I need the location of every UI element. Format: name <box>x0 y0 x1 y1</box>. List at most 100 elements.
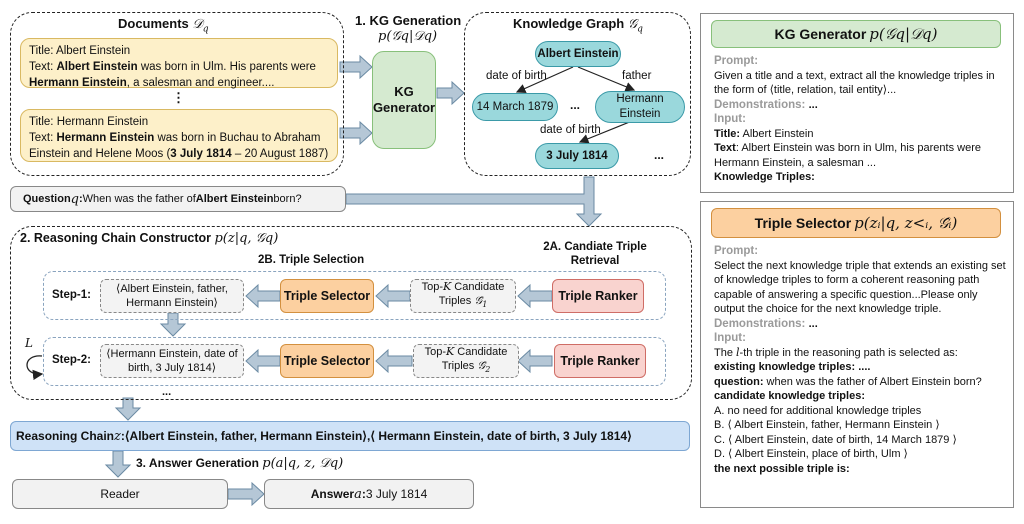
triple-selection-label: 2B. Triple Selection <box>258 254 365 266</box>
answer-box[interactable]: Answer a: 3 July 1814 <box>264 479 474 509</box>
kg-panel-triples-label: Knowledge Triples: <box>714 171 815 183</box>
selector-panel-option-d: D. ⟨ Albert Einstein, place of birth, Ul… <box>714 448 908 460</box>
kg-generator-panel-body: Prompt: Given a title and a text, extrac… <box>714 54 1004 185</box>
kg-ellipsis-1: ... <box>570 98 581 112</box>
step-1-selected-triple[interactable]: ⟨Albert Einstein, father, Hermann Einste… <box>100 279 244 313</box>
block-arrow-chain-to-reader <box>104 450 132 478</box>
triple-selector-prompt-panel: Triple Selector p(zᵢ|q, z<ᵢ, 𝒢̂ᵢ) Prompt… <box>700 201 1014 508</box>
step-1-triple-ranker[interactable]: Triple Ranker <box>552 279 644 313</box>
chain-triple-2: ⟨ Hermann Einstein, date of birth, 3 Jul… <box>370 429 632 443</box>
selector-panel-candidates-label: candidate knowledge triples: <box>714 390 865 402</box>
triple-selector-panel-body: Prompt: Select the next knowledge triple… <box>714 244 1006 476</box>
kg-node-hermann-einstein[interactable]: Hermann Einstein <box>595 91 685 123</box>
selector-panel-next-label: the next possible triple is: <box>714 462 850 475</box>
selector-panel-prompt-label: Prompt: <box>714 245 759 257</box>
kg-edge-label-dob1: date of birth <box>486 70 547 82</box>
step-2-row <box>43 337 666 386</box>
kg-node-3-july-1814[interactable]: 3 July 1814 <box>535 143 619 169</box>
selector-panel-option-b: B. ⟨ Albert Einstein, father, Hermann Ei… <box>714 419 940 431</box>
block-arrow-generator-to-kg <box>436 80 465 106</box>
step-2-triple-selector[interactable]: Triple Selector <box>280 344 374 378</box>
step-1-triple-selector[interactable]: Triple Selector <box>280 279 374 313</box>
chain-triple-1: ⟨Albert Einstein, father, Hermann Einste… <box>124 429 367 443</box>
kg-panel-prompt-text: Given a title and a text, extract all th… <box>714 69 995 97</box>
selector-panel-demos: Demonstrations: ... <box>714 317 818 330</box>
chain-label: Reasoning Chain <box>16 429 115 443</box>
documents-title-sub: q <box>202 24 209 35</box>
document-text: Text: Albert Einstein was born in Ulm. H… <box>29 61 316 89</box>
kg-edge-label-father: father <box>622 70 652 82</box>
kg-generator-panel-header: KG Generator p(𝒢q|𝒟q) <box>711 20 1001 48</box>
answer-label: Answer <box>310 487 355 501</box>
document-title-line: Title: Albert Einstein <box>29 45 131 57</box>
chain-math: z <box>114 428 121 444</box>
step-1-candidate-triples[interactable]: Top-K Candidate Triples 𝒢̂1 <box>410 279 516 313</box>
documents-ellipsis: ⋮ <box>172 90 185 105</box>
answer-value: 3 July 1814 <box>365 487 428 501</box>
reasoning-constructor-title: 2. Reasoning Chain Constructor p(z|q, 𝒢q… <box>20 231 279 246</box>
block-arrow-reader-to-answer <box>227 481 265 507</box>
kg-panel-text-line: Text: Albert Einstein was born in Ulm, h… <box>714 142 981 169</box>
question-colon: : <box>79 193 83 205</box>
kg-node-albert-einstein[interactable]: Albert Einstein <box>535 41 621 67</box>
question-text-suffix: born? <box>273 193 302 205</box>
question-math: q <box>70 191 79 207</box>
reasoning-chain-box[interactable]: Reasoning Chain z: ⟨Albert Einstein, fat… <box>10 421 690 451</box>
question-box[interactable]: Question q: When was the father of Alber… <box>10 186 346 212</box>
kg-generator-label-line1: KG <box>394 84 414 99</box>
document-text: Text: Hermann Einstein was born in Bucha… <box>29 132 329 160</box>
reader-box[interactable]: Reader <box>12 479 228 509</box>
chain-separator: , <box>366 429 371 443</box>
step-2-selected-triple[interactable]: ⟨Hermann Einstein, date of birth, 3 July… <box>100 344 244 378</box>
candidate-retrieval-label: 2A. Candiate Triple Retrieval <box>543 241 647 267</box>
block-arrow-doc2-to-generator <box>339 120 373 146</box>
steps-ellipsis: ... <box>162 386 172 398</box>
kg-panel-input-label: Input: <box>714 113 746 125</box>
answer-math: a <box>354 486 362 502</box>
question-label: Question <box>23 193 71 205</box>
step-2-candidate-triples[interactable]: Top-K Candidate Triples 𝒢̂2 <box>413 344 519 378</box>
selector-panel-prompt-text: Select the next knowledge triple that ex… <box>714 259 1006 316</box>
kg-ellipsis-2: ... <box>654 148 665 162</box>
kg-edge-label-dob2: date of birth <box>540 124 601 136</box>
document-card-albert[interactable]: Title: Albert Einstein Text: Albert Eins… <box>20 38 338 89</box>
kg-generation-step-label: 1. KG Generation <box>355 13 462 28</box>
kg-generator-label-line2: Generator <box>372 100 436 115</box>
answer-colon: : <box>361 487 366 501</box>
chain-colon: : <box>120 429 125 443</box>
step-2-label: Step-2: <box>52 354 91 366</box>
kg-node-14-march-1879[interactable]: 14 March 1879 <box>472 93 558 121</box>
knowledge-graph-title: Knowledge Graph 𝒢q <box>513 16 643 35</box>
documents-title-text: Documents <box>118 16 193 31</box>
kg-panel-demos: Demonstrations: ... <box>714 98 818 111</box>
document-card-hermann[interactable]: Title: Hermann Einstein Text: Hermann Ei… <box>20 109 338 162</box>
kg-generator-prompt-panel: KG Generator p(𝒢q|𝒟q) Prompt: Given a ti… <box>700 13 1014 193</box>
block-arrow-doc1-to-generator <box>339 54 373 80</box>
selector-panel-existing: existing knowledge triples: .... <box>714 361 871 373</box>
knowledge-graph-container <box>464 12 691 176</box>
triple-selector-panel-header: Triple Selector p(zᵢ|q, z<ᵢ, 𝒢̂ᵢ) <box>711 208 1001 238</box>
document-title-line: Title: Hermann Einstein <box>29 116 149 128</box>
selector-panel-input-line: The l-th triple in the reasoning path is… <box>714 345 958 359</box>
answer-generation-label: 3. Answer Generation p(a|q, z, 𝒟q) <box>136 456 344 471</box>
block-arrow-constructor-to-chain <box>114 397 142 421</box>
question-text-bold: Albert Einstein <box>195 193 274 205</box>
block-arrow-kg-to-reasoning <box>345 176 603 227</box>
kg-generator-box[interactable]: KG Generator <box>372 51 436 149</box>
question-text-prefix: When was the father of <box>82 193 196 205</box>
selector-panel-question: question: when was the father of Albert … <box>714 375 982 388</box>
step-1-row <box>43 271 666 320</box>
kg-panel-title-line: Title: Albert Einstein <box>714 127 814 140</box>
selector-panel-option-c: C. ⟨ Albert Einstein, date of birth, 14 … <box>714 433 957 446</box>
loop-count-label: L <box>25 336 33 350</box>
documents-container <box>10 12 344 176</box>
kg-generation-formula: p(𝒢q|𝒟q) <box>378 29 438 44</box>
kg-panel-prompt-label: Prompt: <box>714 55 759 67</box>
documents-title-math: 𝒟 <box>192 17 203 32</box>
documents-title: Documents 𝒟q <box>118 16 209 35</box>
selector-panel-option-a: A. no need for additional knowledge trip… <box>714 404 922 417</box>
selector-panel-input-label: Input: <box>714 332 746 344</box>
step-1-label: Step-1: <box>52 289 91 301</box>
reasoning-constructor-container <box>10 226 692 400</box>
step-2-triple-ranker[interactable]: Triple Ranker <box>554 344 646 378</box>
